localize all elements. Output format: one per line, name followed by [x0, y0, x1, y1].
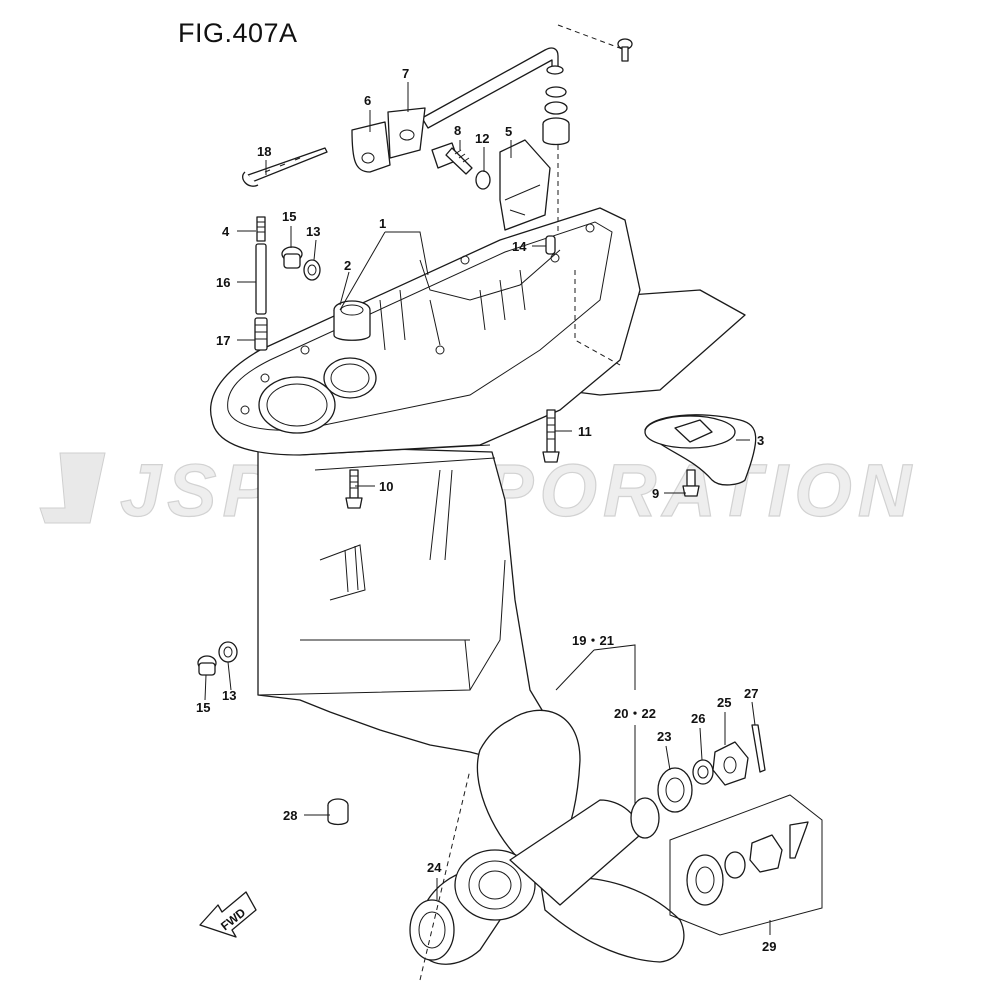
callout-4: 4 [222, 224, 230, 239]
tube-screw [617, 38, 633, 62]
callout-10: 10 [379, 479, 393, 494]
callout-15-upper: 15 [282, 209, 296, 224]
bolt-10 [345, 469, 363, 509]
callout-13-lower: 13 [222, 688, 236, 703]
trim-tab-anode [644, 414, 757, 486]
propeller-kit-box [669, 794, 823, 936]
cable-tie [242, 147, 328, 187]
callout-13-upper: 13 [306, 224, 320, 239]
callout-16: 16 [216, 275, 230, 290]
drain-plug-upper [281, 246, 321, 281]
callout-15-lower: 15 [196, 700, 210, 715]
washer-26 [692, 759, 714, 785]
callout-12: 12 [475, 131, 489, 146]
callout-11: 11 [578, 424, 592, 439]
callout-7: 7 [402, 66, 409, 81]
washer-12 [475, 170, 491, 190]
callout-14: 14 [512, 239, 527, 254]
bolt-9 [682, 469, 700, 497]
callout-20-22: 20・22 [614, 706, 656, 721]
propeller [416, 709, 685, 965]
callout-17: 17 [216, 333, 230, 348]
callout-6: 6 [364, 93, 371, 108]
callout-23: 23 [657, 729, 671, 744]
water-tube [421, 47, 564, 129]
plug-28 [327, 798, 349, 826]
callout-8: 8 [454, 123, 461, 138]
drain-plug-lower [197, 641, 238, 676]
callout-24: 24 [427, 860, 442, 875]
callout-3: 3 [757, 433, 764, 448]
stud-rod-assembly [254, 216, 268, 351]
callout-numbers: 1 2 3 4 5 6 7 8 9 10 11 12 13 13 14 15 1… [196, 66, 776, 954]
clamp-bracket [351, 121, 391, 173]
grommet-set [542, 86, 570, 146]
fwd-arrow-icon [199, 891, 257, 938]
callout-19-21: 19・21 [572, 633, 614, 648]
cotter-pin-27 [751, 724, 766, 773]
callout-5: 5 [505, 124, 512, 139]
callout-9: 9 [652, 486, 659, 501]
figure-title: FIG.407A [178, 18, 298, 48]
spacer-23 [657, 767, 693, 813]
propeller-nut [712, 741, 749, 786]
callout-18: 18 [257, 144, 271, 159]
bolt-11 [542, 409, 560, 463]
leader-lines [204, 24, 771, 981]
callout-27: 27 [744, 686, 758, 701]
callout-2: 2 [344, 258, 351, 273]
callout-28: 28 [283, 808, 297, 823]
retainer-plate [387, 107, 426, 159]
callout-29: 29 [762, 939, 776, 954]
dowel-pin [545, 235, 556, 255]
callout-26: 26 [691, 711, 705, 726]
gearcase-housing [210, 207, 746, 791]
rubber-seal [499, 139, 551, 231]
thrust-washer-24 [409, 899, 455, 961]
callout-1: 1 [379, 216, 386, 231]
bolt-8 [431, 142, 473, 175]
callout-25: 25 [717, 695, 731, 710]
fwd-direction-arrow: FWD [199, 891, 257, 938]
